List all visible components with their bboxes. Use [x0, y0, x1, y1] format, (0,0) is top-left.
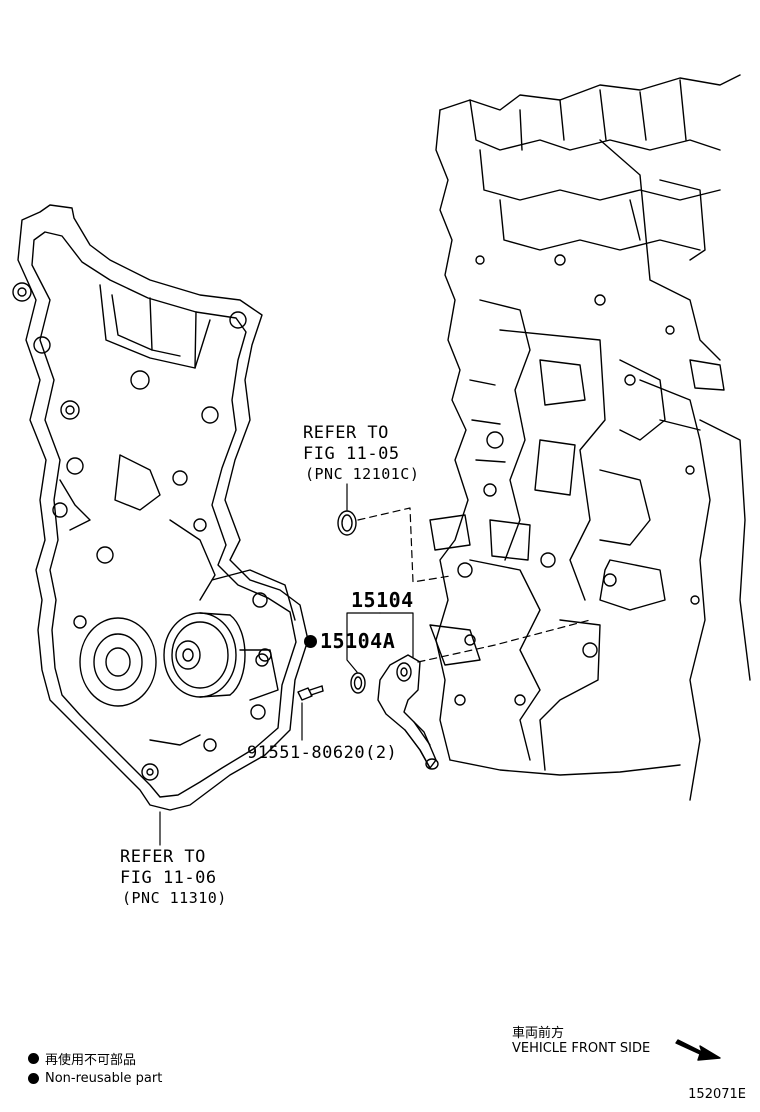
legend-dot-icon	[28, 1073, 39, 1084]
engine-block	[429, 74, 751, 801]
refer-top-pnc: (PNC 12101C)	[305, 465, 420, 483]
refer-bottom-line2: FIG 11-06	[120, 868, 217, 888]
timing-chain-cover	[12, 204, 309, 811]
bolt-91551	[297, 685, 324, 701]
direction-jp: 車両前方	[512, 1026, 565, 1041]
refer-top-line1: REFER TO	[303, 423, 389, 443]
legend-en-text: Non-reusable part	[45, 1071, 163, 1086]
legend-dot-icon	[28, 1053, 39, 1064]
crank-position-sensor	[377, 654, 439, 770]
refer-bottom-line1: REFER TO	[120, 847, 206, 867]
legend-jp-text: 再使用不可部品	[45, 1053, 137, 1068]
part-bolt-label: 91551-80620(2)	[247, 743, 398, 763]
refer-bottom-pnc: (PNC 11310)	[122, 889, 227, 907]
oring-12101c	[337, 510, 357, 536]
part-15104a-label: 15104A	[304, 629, 395, 653]
legend-en: Non-reusable part	[28, 1071, 162, 1086]
assembly-dash-lines	[357, 507, 591, 663]
front-direction-arrow	[675, 1039, 721, 1061]
refer-top-line2: FIG 11-05	[303, 444, 400, 464]
part-15104a-text: 15104A	[320, 629, 396, 653]
legend-jp: 再使用不可部品	[28, 1049, 136, 1068]
leader-lines	[159, 483, 414, 846]
direction-en: VEHICLE FRONT SIDE	[512, 1041, 651, 1056]
figure-code: 152071E	[688, 1087, 746, 1102]
part-15104-label: 15104	[351, 588, 414, 612]
non-reusable-dot-icon	[304, 634, 317, 648]
oring-15104a	[350, 672, 366, 694]
